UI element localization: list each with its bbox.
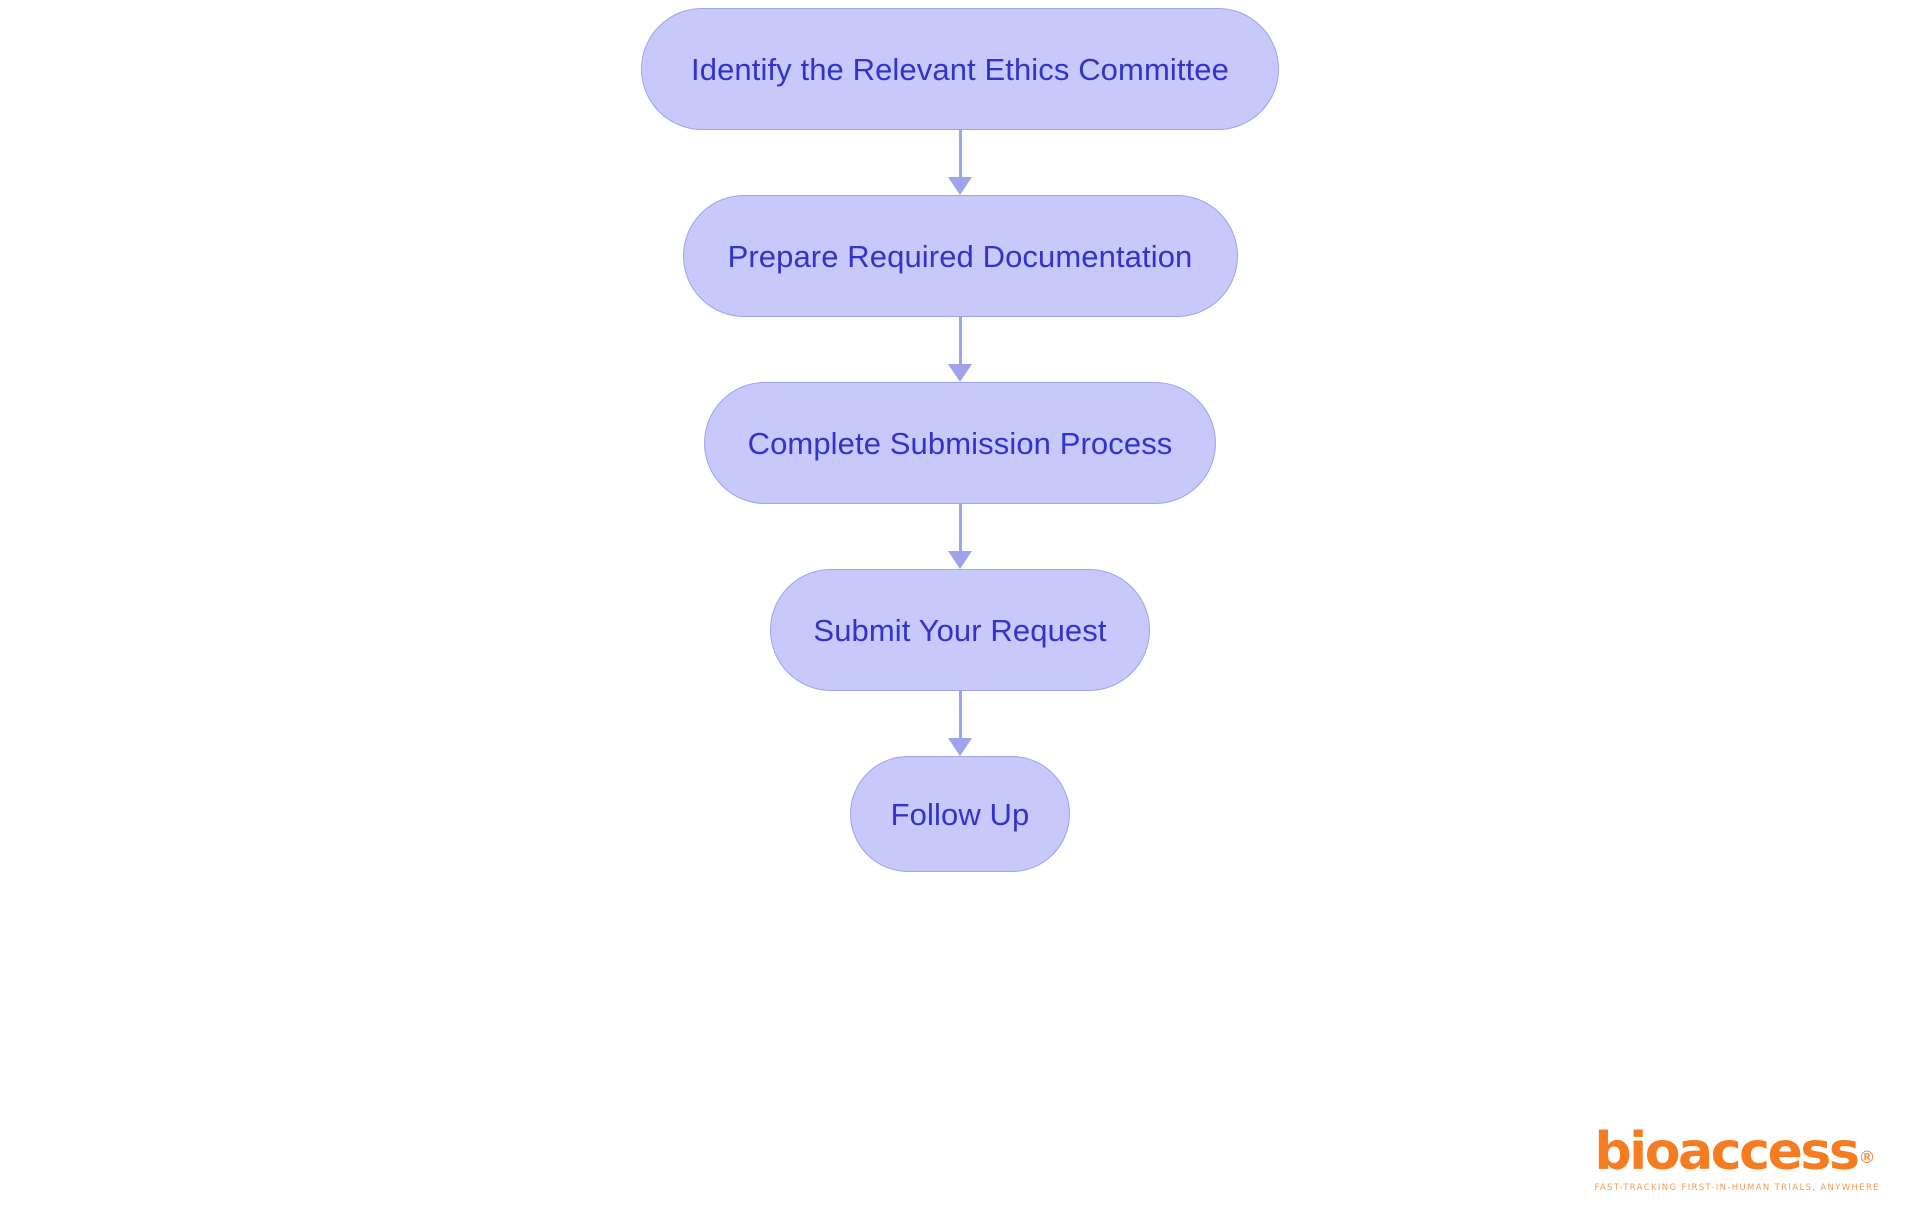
flowchart-node-stack: Identify the Relevant Ethics Committee P…	[641, 8, 1279, 872]
flow-connector-4	[940, 691, 980, 756]
flow-node-label: Submit Your Request	[813, 612, 1107, 648]
connector-line	[958, 691, 962, 739]
flow-node-submit-your-request[interactable]: Submit Your Request	[770, 569, 1150, 691]
logo-tagline: FAST-TRACKING FIRST-IN-HUMAN TRIALS, ANY…	[1594, 1183, 1880, 1193]
arrowhead-down-icon	[948, 738, 972, 756]
logo-wordmark-row: bioaccess®	[1594, 1126, 1880, 1178]
flow-node-label: Complete Submission Process	[747, 425, 1173, 461]
flow-node-label: Identify the Relevant Ethics Committee	[691, 51, 1229, 87]
flow-connector-2	[940, 317, 980, 382]
flow-connector-3	[940, 504, 980, 569]
connector-line	[958, 130, 962, 178]
flow-connector-1	[940, 130, 980, 195]
flow-node-prepare-required-documentation[interactable]: Prepare Required Documentation	[682, 195, 1238, 317]
arrowhead-down-icon	[948, 177, 972, 195]
flow-node-label: Follow Up	[890, 796, 1030, 832]
arrowhead-down-icon	[948, 364, 972, 382]
connector-line	[958, 504, 962, 552]
connector-line	[958, 317, 962, 365]
arrowhead-down-icon	[948, 551, 972, 569]
flow-node-follow-up[interactable]: Follow Up	[850, 756, 1070, 872]
logo-wordmark: bioaccess	[1594, 1122, 1859, 1182]
flow-node-label: Prepare Required Documentation	[727, 238, 1193, 274]
flow-node-identify-the-relevant-ethics-committee[interactable]: Identify the Relevant Ethics Committee	[641, 8, 1279, 130]
registered-trademark-icon: ®	[1858, 1147, 1876, 1168]
bioaccess-logo: bioaccess® FAST-TRACKING FIRST-IN-HUMAN …	[1594, 1126, 1880, 1193]
flow-node-complete-submission-process[interactable]: Complete Submission Process	[704, 382, 1216, 504]
